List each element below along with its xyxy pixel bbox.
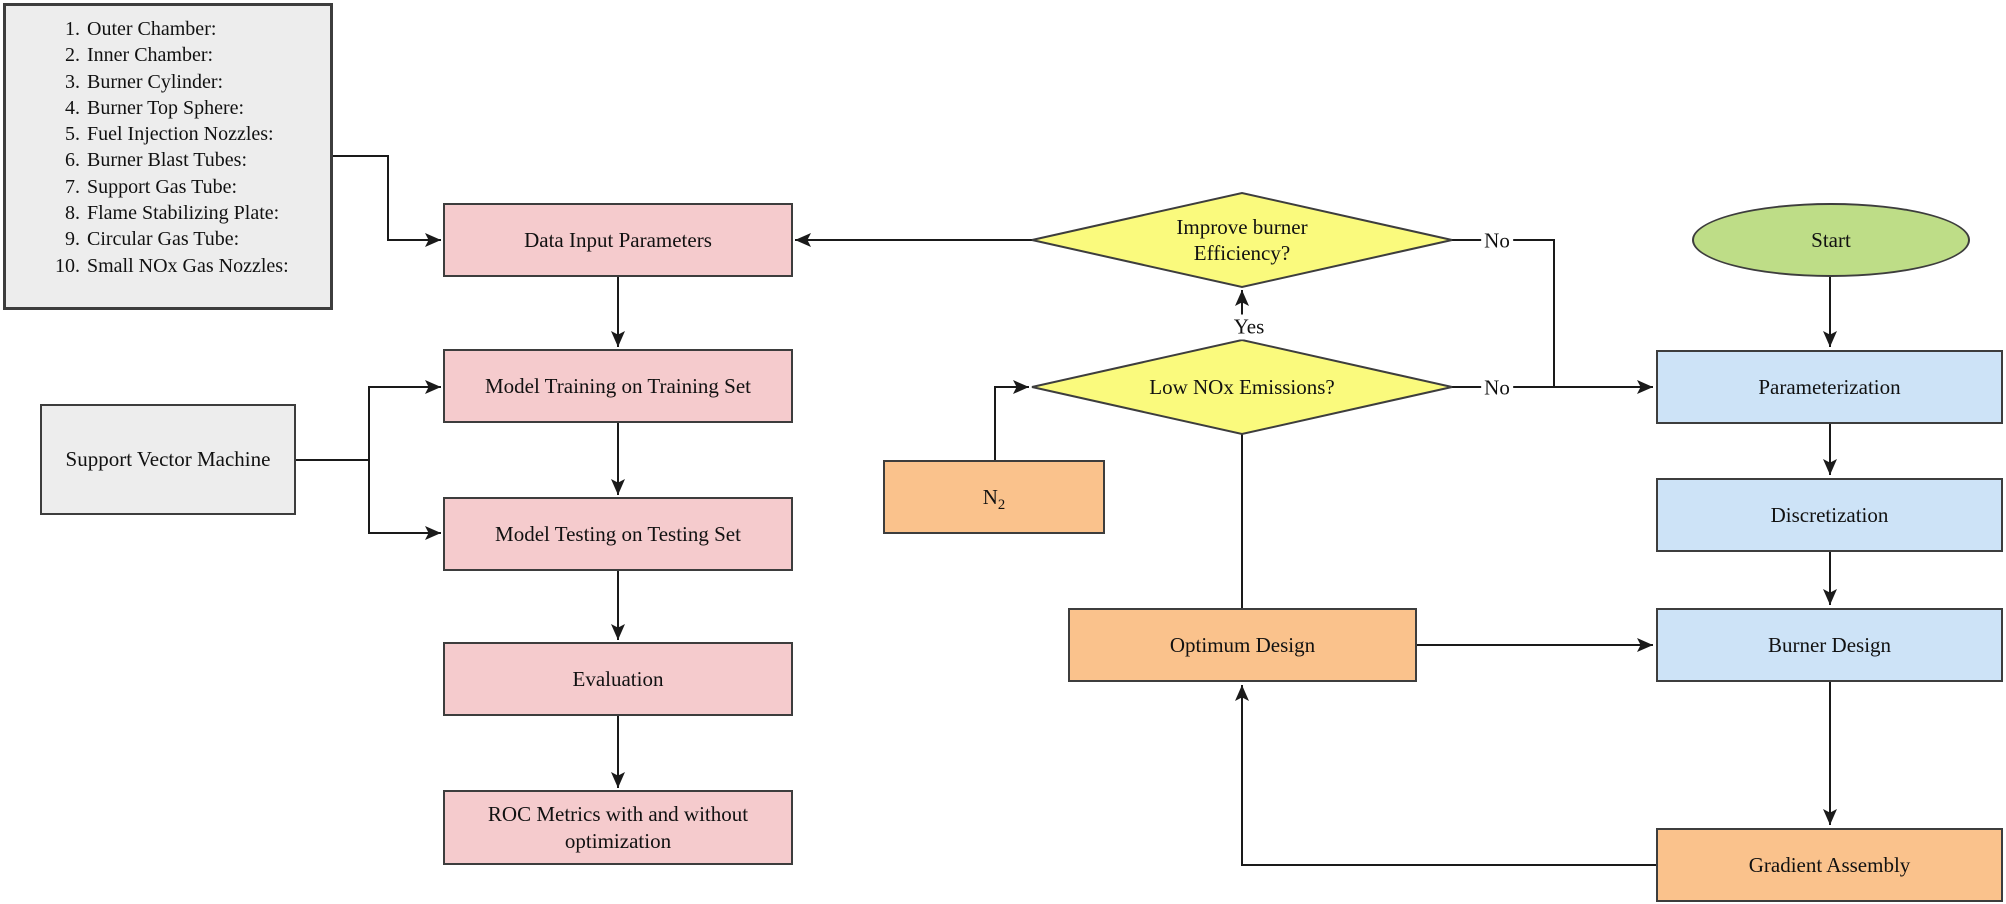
- legend-item: 1.Outer Chamber:: [65, 18, 217, 40]
- decision-improve-efficiency: [1031, 191, 1453, 289]
- edge-label-no-improve: No: [1481, 228, 1513, 254]
- legend-box: 1.Outer Chamber: 2.Inner Chamber: 3.Burn…: [3, 3, 333, 310]
- legend-item: 5.Fuel Injection Nozzles:: [65, 123, 274, 146]
- node-burner-design: Burner Design: [1656, 608, 2003, 682]
- node-data-input-parameters: Data Input Parameters: [443, 203, 793, 277]
- node-discretization: Discretization: [1656, 478, 2003, 552]
- node-start: Start: [1692, 203, 1970, 277]
- legend-item: 2.Inner Chamber:: [65, 44, 214, 67]
- edge-svm-to-testing: [368, 460, 441, 540]
- decision-low-nox: [1031, 338, 1453, 436]
- legend-item: 6.Burner Blast Tubes:: [65, 149, 248, 172]
- edge-label-yes: Yes: [1230, 314, 1268, 340]
- node-support-vector-machine: Support Vector Machine: [40, 404, 296, 515]
- edge-legend-to-data-input: [333, 155, 441, 247]
- legend-item: 8.Flame Stabilizing Plate:: [65, 202, 280, 225]
- edge-svm-to-training: [368, 380, 441, 460]
- node-model-testing: Model Testing on Testing Set: [443, 497, 793, 571]
- legend-item: 9.Circular Gas Tube:: [65, 228, 240, 251]
- node-n2: N2: [883, 460, 1105, 534]
- edge-label-no-lownox: No: [1481, 375, 1513, 401]
- legend-item: 7.Support Gas Tube:: [65, 175, 238, 198]
- node-optimum-design: Optimum Design: [1068, 608, 1417, 682]
- node-roc-metrics: ROC Metrics with and without optimizatio…: [443, 790, 793, 865]
- legend-item: 10.Small NOx Gas Nozzles:: [55, 254, 289, 277]
- edge-improve-no-junction: [1452, 239, 1555, 387]
- legend-item: 4.Burner Top Sphere:: [65, 96, 245, 119]
- edge-gradient-to-optimum: [1235, 685, 1656, 866]
- edge-n2-to-lownox: [994, 380, 1029, 460]
- node-gradient-assembly: Gradient Assembly: [1656, 828, 2003, 902]
- node-parameterization: Parameterization: [1656, 350, 2003, 424]
- node-model-training: Model Training on Training Set: [443, 349, 793, 423]
- legend-item: 3.Burner Cylinder:: [65, 70, 224, 93]
- node-evaluation: Evaluation: [443, 642, 793, 716]
